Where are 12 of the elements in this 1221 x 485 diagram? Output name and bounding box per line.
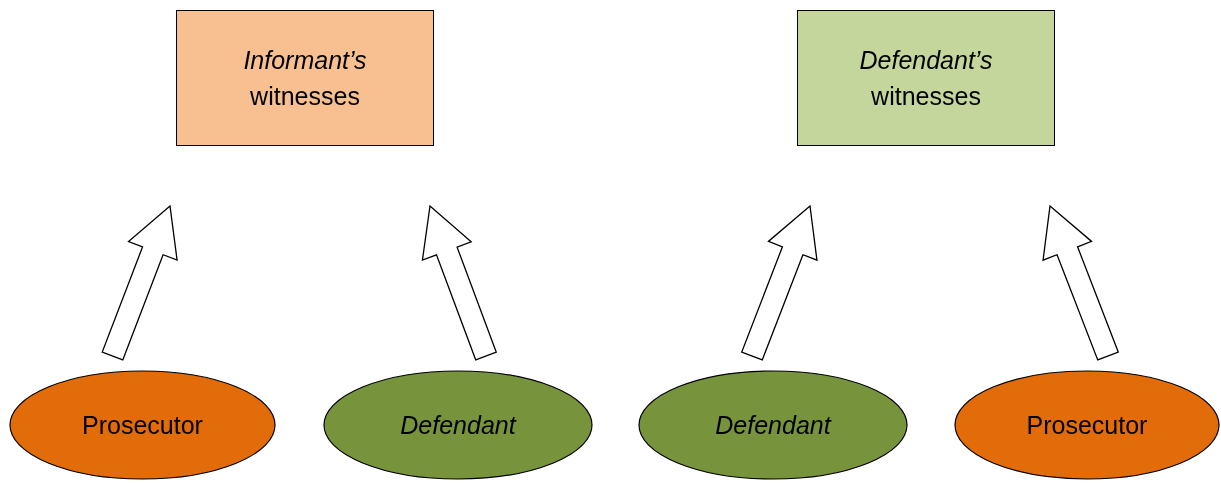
node-label: Defendant [400, 409, 516, 441]
node-label: Defendant [715, 409, 831, 441]
node-label: Prosecutor [1026, 409, 1148, 441]
witness-box [176, 10, 434, 146]
block-arrow [740, 204, 818, 361]
witness-box [797, 10, 1055, 146]
block-arrow [101, 204, 178, 361]
node-label: Defendant’s witnesses [858, 44, 994, 112]
block-arrow [1042, 204, 1120, 361]
node-label: Prosecutor [82, 409, 203, 441]
node-label: Informant’s witnesses [242, 44, 368, 112]
block-arrow [421, 204, 498, 361]
